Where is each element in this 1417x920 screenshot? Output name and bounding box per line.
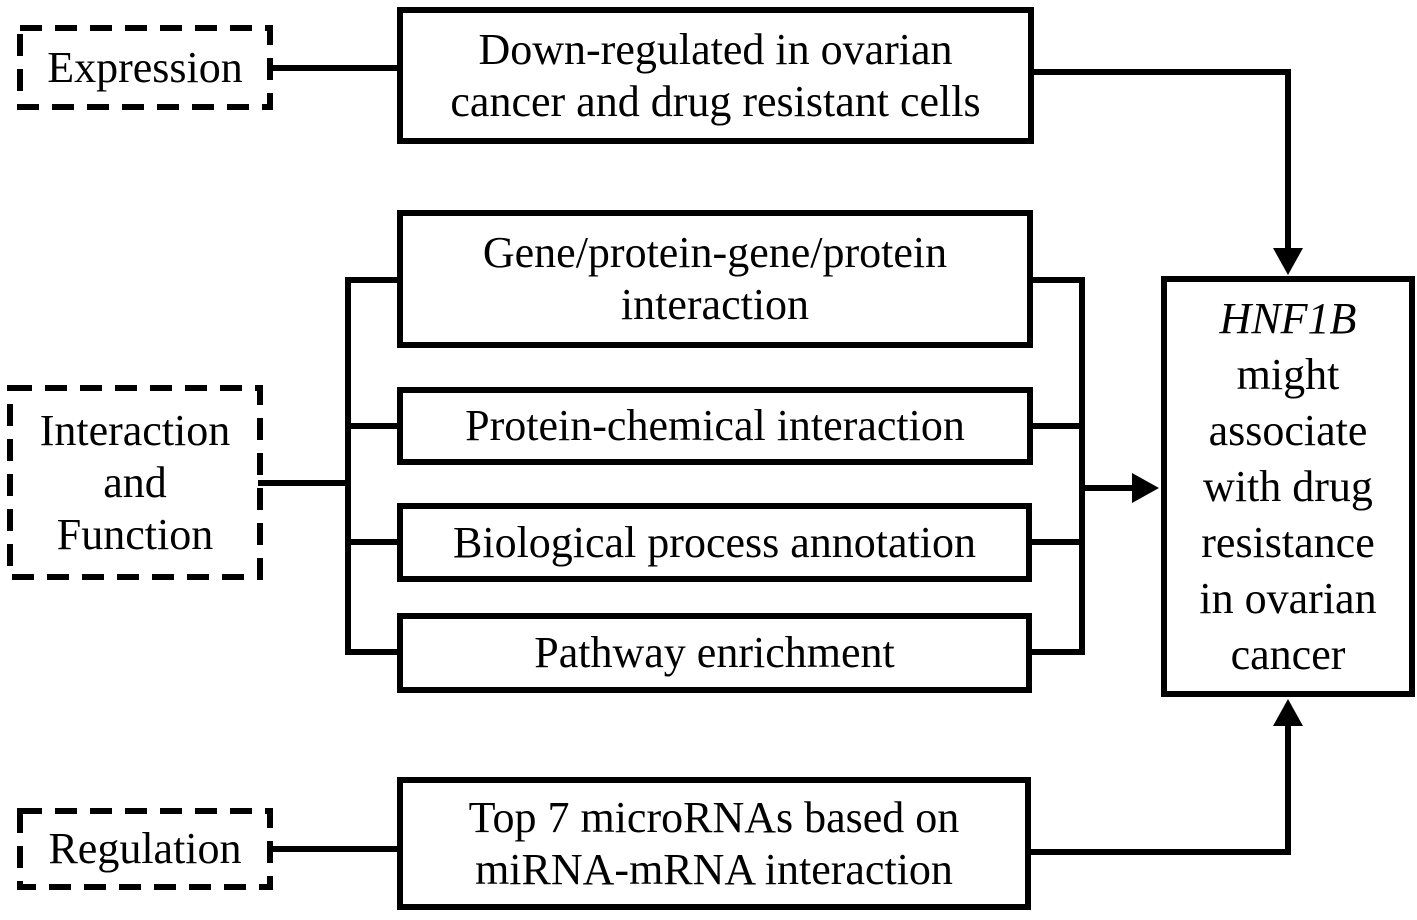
evidence-text-line: Protein-chemical interaction [465, 401, 965, 450]
evidence-text-line: Biological process annotation [453, 517, 976, 567]
biological-process-annotation-box: Biological process annotation [397, 503, 1032, 582]
interaction-label-line: and [103, 457, 167, 507]
interaction-function-label: Interaction and Function [7, 385, 263, 580]
arrowhead-up-icon [1273, 699, 1303, 726]
evidence-text-line: interaction [620, 280, 810, 329]
bracket-left [345, 277, 400, 655]
conclusion-text-line: in ovarian [1199, 573, 1377, 623]
expression-label-text: Expression [47, 42, 243, 92]
arrowhead-down-icon [1273, 248, 1303, 275]
interaction-label-line: Function [56, 509, 214, 559]
protein-chemical-interaction-box: Protein-chemical interaction [397, 387, 1033, 465]
regulation-label-text: Regulation [48, 824, 242, 873]
finding-text-line: miRNA-mRNA interaction [475, 844, 953, 894]
conclusion-text-line: resistance [1201, 517, 1375, 567]
conclusion-box: HNF1B might associate with drug resistan… [1161, 276, 1415, 697]
evidence-text-line: Gene/protein-gene/protein [482, 228, 948, 277]
conclusion-text-line: associate [1208, 405, 1368, 455]
conclusion-text-line: might [1236, 349, 1340, 399]
pathway-enrichment-box: Pathway enrichment [397, 613, 1032, 693]
interaction-label-line: Interaction [39, 405, 231, 455]
arrow-bottom-elbow [1027, 722, 1291, 855]
conclusion-gene-name: HNF1B [1219, 293, 1357, 343]
conclusion-text-line: cancer [1230, 629, 1346, 679]
regulation-label: Regulation [17, 808, 273, 890]
conclusion-text-line: with drug [1203, 461, 1373, 511]
arrowhead-right-icon [1132, 473, 1159, 503]
expression-label: Expression [17, 25, 273, 110]
bracket-right [1029, 277, 1085, 655]
regulation-finding-box: Top 7 microRNAs based on miRNA-mRNA inte… [397, 777, 1031, 910]
evidence-text-line: Pathway enrichment [534, 628, 895, 677]
arrow-top-elbow [1031, 69, 1291, 252]
expression-finding-box: Down-regulated in ovarian cancer and dru… [397, 7, 1034, 144]
finding-text-line: Top 7 microRNAs based on [468, 792, 960, 842]
gene-protein-interaction-box: Gene/protein-gene/protein interaction [397, 210, 1033, 348]
interaction-dashed-box [7, 385, 263, 580]
finding-text-line: cancer and drug resistant cells [450, 76, 981, 126]
finding-text-line: Down-regulated in ovarian [478, 24, 953, 74]
